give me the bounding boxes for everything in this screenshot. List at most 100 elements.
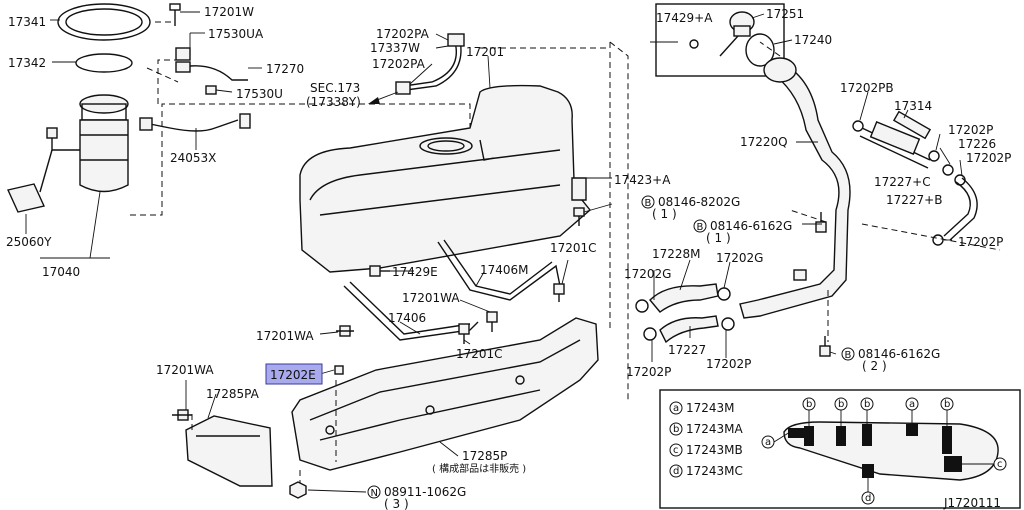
inset-tank-outline	[783, 421, 999, 481]
label-17314: 17314	[894, 99, 932, 113]
label-17285p: 17285P	[462, 449, 507, 463]
clip-b	[804, 426, 814, 446]
legend-part: 17243MC	[686, 464, 743, 478]
nut-code-letter: N	[371, 488, 378, 499]
inset-marker-b: b	[864, 399, 870, 410]
bolt-code-marker	[841, 347, 855, 361]
label-sec173: SEC.173	[310, 81, 360, 95]
label-17202g-left: 17202G	[624, 267, 671, 281]
nut-code-marker	[367, 485, 381, 499]
label-17406m: 17406M	[480, 263, 529, 277]
clip-b	[862, 424, 872, 446]
label-17201wa-center: 17201WA	[402, 291, 460, 305]
label-08146-8202g: 08146-8202G	[658, 195, 740, 209]
label-17201c-lower: 17201C	[456, 347, 503, 361]
label-08911-1062g: 08911-1062G	[384, 485, 466, 499]
clip-d	[862, 464, 874, 478]
label-24053x: 24053X	[170, 151, 216, 165]
bolt	[172, 409, 192, 421]
fuel-pump-assembly	[7, 3, 471, 216]
label-17201wa-left: 17201WA	[256, 329, 314, 343]
filler-neck	[655, 3, 1001, 357]
clip-a	[788, 428, 808, 438]
inset-marker-b: b	[838, 399, 844, 410]
label-17202p-d: 17202P	[626, 365, 671, 379]
bolt-code-marker	[693, 219, 707, 233]
inset-marker-a: a	[909, 399, 915, 410]
label-17270: 17270	[266, 62, 304, 76]
inset-marker-d: d	[865, 493, 871, 504]
legend-part: 17243MA	[686, 422, 744, 436]
label-17227: 17227	[668, 343, 706, 357]
clip-b	[942, 426, 952, 454]
bolt	[486, 311, 498, 332]
label-17202p-a: 17202P	[948, 123, 993, 137]
label-qty-2: ( 2 )	[862, 359, 887, 373]
label-17202e[interactable]: 17202E	[270, 368, 316, 382]
legend-letter: a	[673, 403, 679, 414]
label-17040: 17040	[42, 265, 80, 279]
label-qty-3: ( 3 )	[384, 497, 409, 510]
tank-straps	[336, 177, 587, 344]
clip-a	[906, 424, 918, 436]
bolt-code-marker	[641, 195, 655, 209]
drawing-id: J1720111	[943, 496, 1001, 510]
evap-hose-assembly	[368, 33, 465, 104]
label-08146-6162g-a: 08146-6162G	[710, 219, 792, 233]
bolt	[819, 336, 831, 357]
highlighted-part-box[interactable]	[265, 363, 323, 385]
label-17530u: 17530U	[236, 87, 283, 101]
label-17406: 17406	[388, 311, 426, 325]
label-17429e: 17429E	[392, 265, 438, 279]
label-17202p-e: 17202P	[706, 357, 751, 371]
clip-c	[944, 456, 962, 472]
label-17423a: 17423+A	[614, 173, 671, 187]
label-17201w: 17201W	[204, 5, 254, 19]
clip-b	[836, 426, 846, 446]
label-17251: 17251	[766, 7, 804, 21]
inset-marker-b: b	[806, 399, 812, 410]
clip	[793, 269, 807, 281]
label-17202pb: 17202PB	[840, 81, 894, 95]
label-17226: 17226	[958, 137, 996, 151]
bolt-code-letter: B	[645, 198, 652, 209]
label-17201: 17201	[466, 45, 504, 59]
label-17227b: 17227+B	[886, 193, 942, 207]
label-08146-6162g-b: 08146-6162G	[858, 347, 940, 361]
legend-item-a: a 17243M	[669, 401, 735, 415]
inset-marker-c: c	[997, 459, 1003, 470]
legend-item-c: c 17243MB	[669, 443, 743, 457]
part-labels: 17341 17201W 17530UA 17342 17270 17530U …	[6, 5, 1011, 510]
clip-legend-inset: a 17243M b 17243MA c 17243MB d 17243MC	[659, 389, 1021, 510]
label-25060y: 25060Y	[6, 235, 52, 249]
label-17337w: 17337W	[370, 41, 420, 55]
legend-letter: c	[673, 445, 679, 456]
label-not-sold-note: ( 構成部品は非販売 )	[432, 462, 526, 475]
bolt	[369, 265, 390, 277]
heat-shield	[172, 409, 273, 487]
label-17202pa-lower: 17202PA	[372, 57, 426, 71]
legend-part: 17243MB	[686, 443, 743, 457]
label-17202pa-upper: 17202PA	[376, 27, 430, 41]
label-17429a: 17429+A	[656, 11, 713, 25]
bolt	[336, 325, 354, 337]
filler-hoses	[635, 283, 735, 344]
label-17220q: 17220Q	[740, 135, 788, 149]
leader-lines	[25, 11, 963, 493]
fuel-tank	[299, 40, 629, 400]
legend-item-b: b 17243MA	[669, 422, 744, 436]
label-17530ua: 17530UA	[208, 27, 264, 41]
bolt	[553, 283, 565, 302]
label-17240: 17240	[794, 33, 832, 47]
legend-part: 17243M	[686, 401, 735, 415]
legend-letter: b	[673, 424, 679, 435]
legend-item-d: d 17243MC	[669, 464, 743, 478]
bolt	[815, 212, 827, 233]
bracket	[571, 177, 587, 201]
bolt-code-letter: B	[697, 222, 704, 233]
inset-marker-a: a	[765, 437, 771, 448]
label-17338y: (17338Y)	[306, 95, 361, 109]
bolt-code-letter: B	[845, 350, 852, 361]
label-17202g-right: 17202G	[716, 251, 763, 265]
